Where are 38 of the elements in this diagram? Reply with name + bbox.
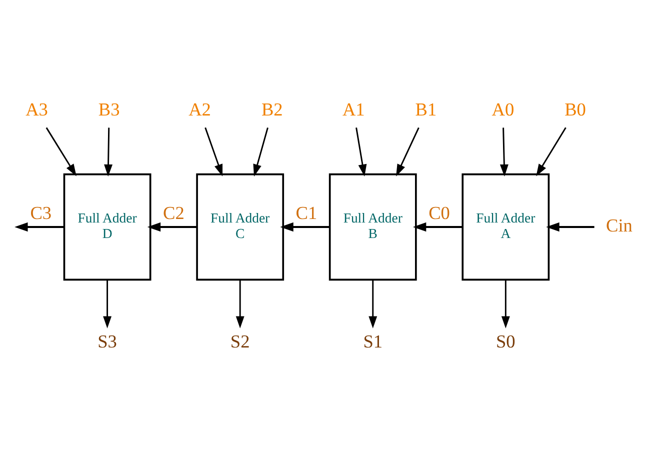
node-text: B1: [415, 99, 437, 120]
arrow: [280, 222, 330, 232]
node-text: Cin: [606, 215, 632, 236]
node-text: S0: [496, 330, 516, 351]
node-box: Full Adder C: [196, 172, 284, 280]
edge-label: C3: [30, 202, 52, 222]
arrow: [236, 279, 244, 328]
arrow: [368, 279, 378, 328]
node-box: Full Adder D: [63, 172, 152, 280]
arrow: [147, 222, 197, 232]
arrow: [536, 126, 566, 176]
node-text: B0: [564, 99, 586, 120]
node-text: A3: [26, 99, 48, 120]
arrow: [204, 126, 223, 176]
arrow: [104, 127, 113, 176]
arrow: [396, 126, 420, 176]
node-text: A2: [188, 99, 211, 120]
arrow: [253, 126, 268, 176]
node-text: B3: [98, 99, 120, 120]
node-box: Full Adder B: [328, 172, 417, 280]
arrow: [103, 279, 112, 328]
edge-label: C1: [296, 202, 318, 222]
node-text: S1: [363, 330, 383, 351]
node-box: Full Adder A: [462, 172, 550, 280]
arrow: [412, 222, 462, 232]
node-text: S3: [98, 330, 117, 351]
arrow: [546, 222, 594, 232]
node-text: A0: [492, 99, 514, 120]
edge-label: C2: [163, 202, 184, 222]
arrow: [500, 127, 508, 176]
arrow: [356, 127, 367, 176]
node-text: B2: [261, 99, 283, 120]
edge-label: C0: [428, 202, 450, 222]
arrow: [46, 126, 76, 176]
arrow: [501, 279, 510, 328]
arrow: [14, 222, 64, 232]
node-text: A1: [342, 99, 365, 120]
node-text: S2: [230, 330, 250, 351]
